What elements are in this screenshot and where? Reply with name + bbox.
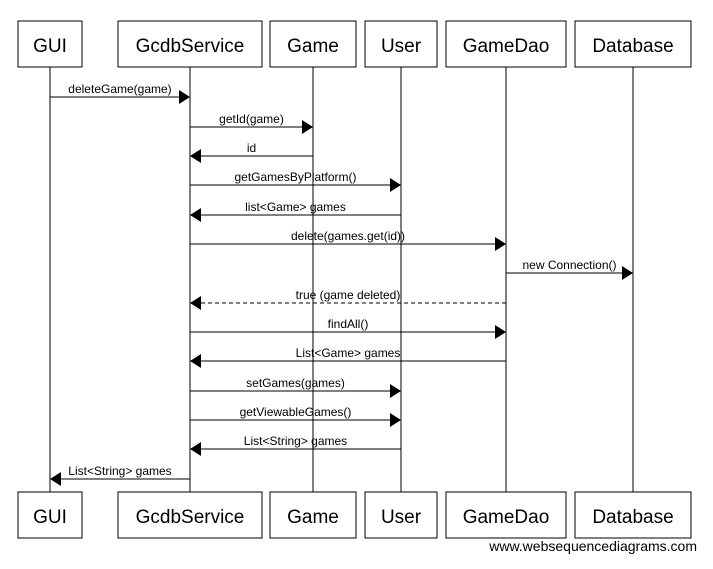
participant-box-user-bottom [364,491,438,539]
message-arrowhead-5 [190,208,201,222]
participant-label-gcdbservice-top: GcdbService [136,36,245,57]
message-arrowhead-9 [495,325,506,339]
participant-box-user-top [364,20,438,68]
message-arrowhead-11 [390,384,401,398]
participant-label-gui-bottom: GUI [33,507,67,528]
participant-box-database-bottom [574,491,692,539]
message-label-12: getViewableGames() [240,405,352,419]
participant-label-game-top: Game [287,36,339,57]
credit-text: www.websequencediagrams.com [489,538,697,554]
participant-box-database-top [574,20,692,68]
message-label-10: List<Game> games [296,346,401,360]
message-label-11: setGames(games) [246,376,345,390]
message-label-6: delete(games.get(id)) [291,229,405,243]
participant-label-gamedao-top: GameDao [463,36,550,57]
message-arrowhead-10 [190,354,201,368]
participant-box-gui-bottom [17,491,83,539]
message-arrowhead-12 [390,413,401,427]
participant-box-game-bottom [269,491,357,539]
message-arrowhead-13 [190,442,201,456]
participant-box-gcdbservice-top [117,20,263,68]
participant-label-database-top: Database [592,36,673,57]
participant-label-gamedao-bottom: GameDao [463,507,550,528]
message-arrowhead-8 [190,296,201,310]
message-arrowhead-2 [302,120,313,134]
participant-box-gamedao-bottom [445,491,567,539]
participant-label-user-bottom: User [381,507,422,528]
message-label-1: deleteGame(game) [68,82,171,96]
participant-box-gcdbservice-bottom [117,491,263,539]
message-arrowhead-1 [179,90,190,104]
message-arrowhead-4 [390,178,401,192]
message-arrowhead-3 [190,149,201,163]
participant-label-gcdbservice-bottom: GcdbService [136,507,245,528]
message-label-9: findAll() [328,317,369,331]
message-label-3: id [247,141,256,155]
message-label-4: getGamesByPlatform() [234,170,356,184]
participant-label-database-bottom: Database [592,507,673,528]
message-label-7: new Connection() [522,258,616,272]
participant-label-gui-top: GUI [33,36,67,57]
message-label-14: List<String> games [68,464,171,478]
message-arrowhead-7 [622,266,633,280]
participant-box-gamedao-top [445,20,567,68]
message-arrowhead-14 [50,472,61,486]
participant-label-user-top: User [381,36,422,57]
message-label-2: getId(game) [219,112,284,126]
message-arrowhead-6 [495,237,506,251]
message-label-13: List<String> games [244,434,347,448]
participant-label-game-bottom: Game [287,507,339,528]
message-label-5: list<Game> games [245,200,346,214]
participant-box-gui-top [17,20,83,68]
message-label-8: true (game deleted) [296,288,401,302]
participant-box-game-top [269,20,357,68]
